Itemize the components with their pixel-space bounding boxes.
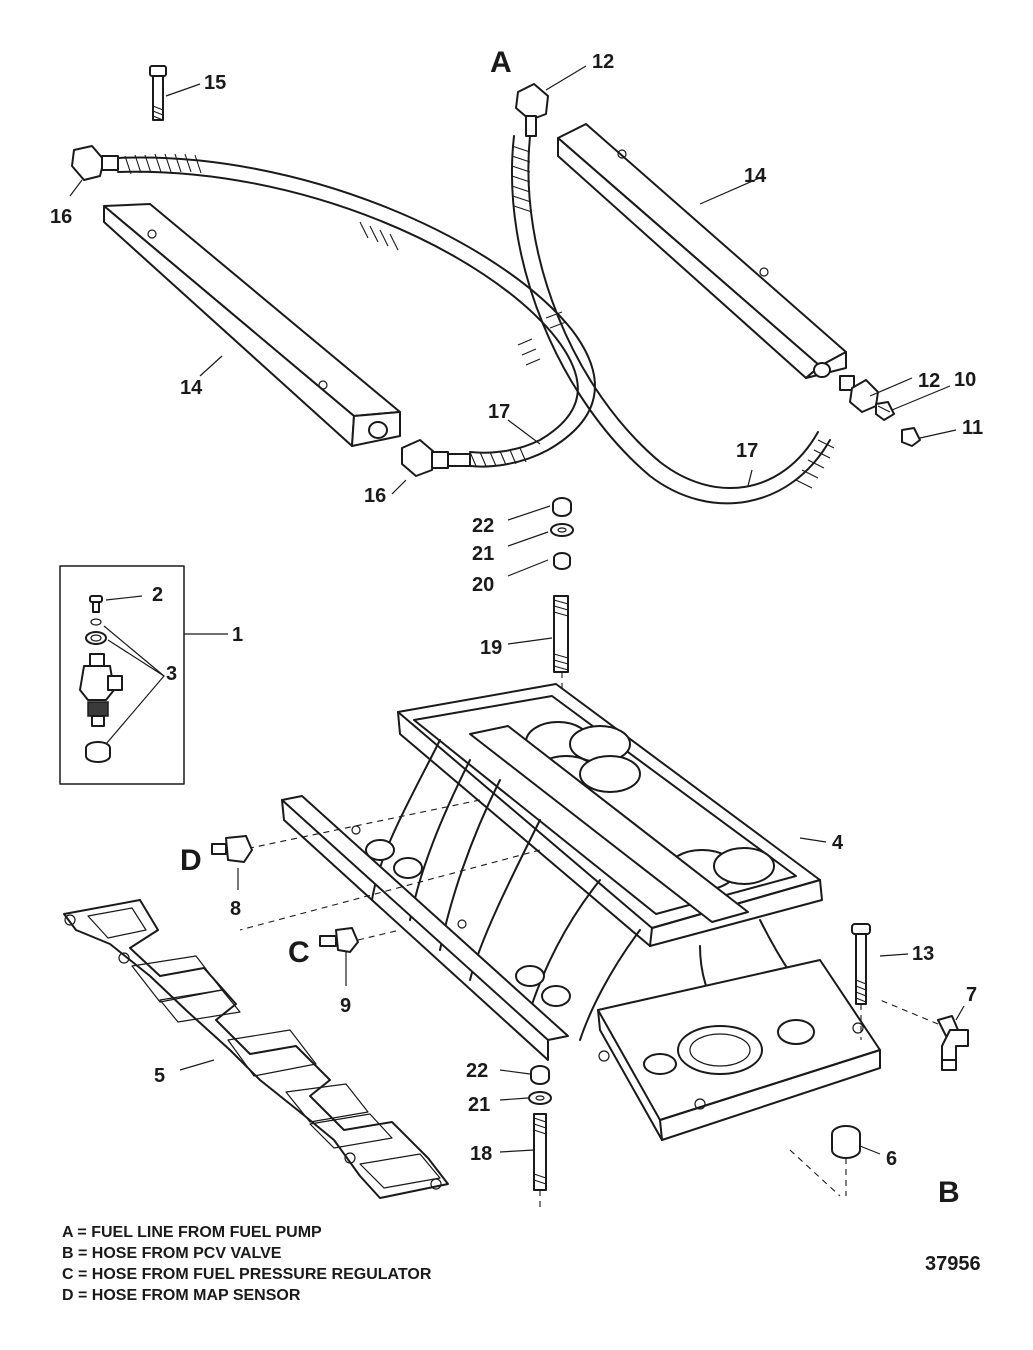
callout-16-lower: 16	[364, 485, 386, 507]
callout-14-right: 14	[744, 165, 767, 187]
fitting-9	[319, 927, 401, 953]
callout-19: 19	[480, 637, 502, 659]
legend-item-b: B = HOSE FROM PCV VALVE	[62, 1245, 282, 1262]
fitting-10	[875, 401, 895, 421]
callout-22-lower: 22	[466, 1060, 488, 1082]
callout-16-upper: 16	[50, 206, 72, 228]
nut-22-upper	[552, 497, 572, 517]
callout-14-left: 14	[180, 377, 203, 399]
stud-18	[533, 1113, 547, 1212]
callout-2: 2	[152, 584, 163, 606]
callout-11: 11	[962, 417, 983, 439]
connection-legend: A = FUEL LINE FROM FUEL PUMP B = HOSE FR…	[62, 1222, 431, 1306]
legend-item-d: D = HOSE FROM MAP SENSOR	[62, 1287, 301, 1304]
callout-12-right: 12	[918, 370, 940, 392]
nut-20	[553, 552, 571, 570]
bolt-13	[851, 923, 871, 1040]
callout-12-top: 12	[592, 51, 614, 73]
callout-7: 7	[966, 984, 977, 1006]
callout-8: 8	[230, 898, 241, 920]
washer-21-lower	[528, 1091, 552, 1105]
stud-19	[553, 595, 569, 673]
plug-6	[789, 1125, 861, 1197]
letter-a: A	[490, 46, 512, 79]
callout-17-left: 17	[488, 401, 510, 423]
callout-numbers: 1 2 3 4 5 6 7 8 9 10 11 12 12 13 14 14 1…	[50, 51, 983, 1170]
nut-22-lower	[530, 1065, 550, 1085]
fuel-hose-17-left	[117, 153, 596, 468]
figure-number: 37956	[925, 1253, 981, 1275]
fitting-16-lower	[401, 439, 471, 477]
washer-21-upper	[550, 523, 574, 537]
callout-20: 20	[472, 574, 494, 596]
callout-18: 18	[470, 1143, 492, 1165]
letter-b: B	[938, 1176, 960, 1209]
elbow-fitting-7	[879, 999, 969, 1071]
bolt-15	[149, 65, 167, 121]
fuel-rail-14-left	[103, 203, 401, 447]
injector-kit-box-1	[59, 565, 185, 785]
manifold-gasket-5	[63, 899, 449, 1199]
fitting-8	[211, 835, 253, 863]
callout-6: 6	[886, 1148, 897, 1170]
fitting-12-top	[515, 83, 549, 137]
letter-d: D	[180, 844, 202, 877]
callout-1: 1	[232, 624, 243, 646]
fuel-rail-14-right	[557, 123, 847, 379]
callout-21-lower: 21	[468, 1094, 490, 1116]
callout-5: 5	[154, 1065, 165, 1087]
fitting-12-right	[839, 375, 879, 413]
legend-item-a: A = FUEL LINE FROM FUEL PUMP	[62, 1224, 322, 1241]
callout-10: 10	[954, 369, 976, 391]
leader-lines	[69, 65, 965, 1155]
callout-21-upper: 21	[472, 543, 494, 565]
fitting-16-upper	[71, 145, 119, 181]
callout-17-right: 17	[736, 440, 758, 462]
callout-3: 3	[166, 663, 177, 685]
letter-c: C	[288, 936, 310, 969]
callout-13: 13	[912, 943, 934, 965]
callout-9: 9	[340, 995, 351, 1017]
cap-11	[901, 427, 921, 447]
callout-22-upper: 22	[472, 515, 494, 537]
connection-letters: A B C D	[180, 46, 960, 1209]
callout-15: 15	[204, 72, 226, 94]
intake-manifold-4	[239, 683, 881, 1141]
fuel-hose-17-right	[510, 135, 835, 505]
callout-4: 4	[832, 832, 844, 854]
legend-item-c: C = HOSE FROM FUEL PRESSURE REGULATOR	[62, 1266, 432, 1283]
